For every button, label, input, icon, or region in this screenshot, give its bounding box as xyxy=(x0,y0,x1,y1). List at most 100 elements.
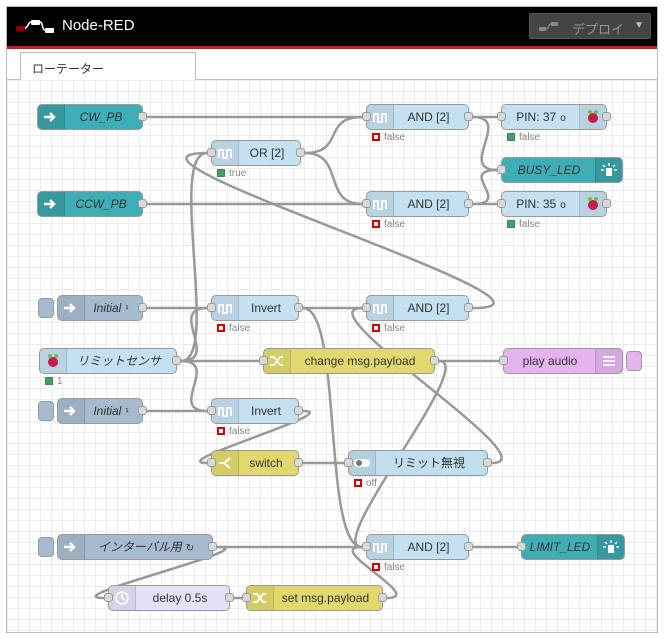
node-delay[interactable]: delay 0.5s xyxy=(104,585,234,611)
node-label-suffix: ↻ xyxy=(185,543,195,554)
output-port[interactable] xyxy=(172,356,181,365)
node-and-bot[interactable]: AND [2] xyxy=(362,534,473,560)
node-invert1[interactable]: Invert xyxy=(207,295,303,321)
input-port[interactable] xyxy=(362,112,371,121)
status-dot xyxy=(217,427,225,435)
wire[interactable] xyxy=(304,115,363,155)
node-change-payload[interactable]: change msg.payload xyxy=(259,348,439,374)
output-port[interactable] xyxy=(208,542,217,551)
output-port[interactable] xyxy=(602,112,611,121)
wire[interactable] xyxy=(185,151,495,310)
status-text: false xyxy=(384,219,406,230)
node-busy-led[interactable]: BUSY_LED xyxy=(497,157,623,183)
node-status: false xyxy=(217,323,250,334)
node-play-audio[interactable]: play audio xyxy=(499,348,642,374)
input-port[interactable] xyxy=(497,199,506,208)
wire[interactable] xyxy=(198,409,312,465)
output-port[interactable] xyxy=(296,148,305,157)
node-limit-led[interactable]: LIMIT_LED xyxy=(517,534,625,560)
inject-button[interactable] xyxy=(38,401,54,421)
node-interval[interactable]: インターバル用↻ xyxy=(38,534,217,560)
output-port[interactable] xyxy=(138,199,147,208)
node-status: false xyxy=(372,562,405,573)
node-cw-pb[interactable]: CW_PB xyxy=(37,104,147,130)
node-and-inv[interactable]: AND [2] xyxy=(362,295,473,321)
wire[interactable] xyxy=(472,115,498,172)
input-port[interactable] xyxy=(104,593,113,602)
node-invert2[interactable]: Invert xyxy=(207,398,303,424)
wire[interactable] xyxy=(180,359,208,413)
input-port[interactable] xyxy=(499,356,508,365)
output-port[interactable] xyxy=(602,199,611,208)
output-port[interactable] xyxy=(138,112,147,121)
node-and-mid[interactable]: AND [2] xyxy=(362,191,473,217)
input-port[interactable] xyxy=(497,165,506,174)
wire[interactable] xyxy=(351,306,503,465)
status-text: false xyxy=(384,562,406,573)
output-port[interactable] xyxy=(225,593,234,602)
input-port[interactable] xyxy=(517,542,526,551)
tab-rotator[interactable]: ローテーター xyxy=(20,52,196,80)
node-set-payload[interactable]: set msg.payload xyxy=(242,585,387,611)
input-port[interactable] xyxy=(207,148,216,157)
inject-button[interactable] xyxy=(38,537,54,557)
node-label: set msg.payload xyxy=(281,591,370,605)
output-port[interactable] xyxy=(294,458,303,467)
output-port[interactable] xyxy=(138,303,147,312)
status-text: off xyxy=(366,478,377,489)
deploy-button[interactable]: デプロイ ▼ xyxy=(529,13,651,39)
input-port[interactable] xyxy=(362,199,371,208)
output-port[interactable] xyxy=(464,542,473,551)
wire[interactable] xyxy=(472,168,498,206)
output-port[interactable] xyxy=(483,458,492,467)
status-dot xyxy=(372,324,380,332)
node-and-top[interactable]: AND [2] xyxy=(362,104,473,130)
status-text: false xyxy=(384,132,406,143)
logic-gate-icon xyxy=(367,535,394,559)
logic-gate-icon xyxy=(367,296,394,320)
inject-button[interactable] xyxy=(38,298,54,318)
output-port[interactable] xyxy=(294,303,303,312)
raspberry-pi-icon xyxy=(40,349,67,373)
wire[interactable] xyxy=(94,545,227,600)
wire[interactable] xyxy=(351,545,398,600)
input-port[interactable] xyxy=(497,112,506,121)
node-limit-sensor[interactable]: リミットセンサ xyxy=(39,348,181,374)
shuffle-icon xyxy=(264,349,291,373)
output-port[interactable] xyxy=(464,112,473,121)
node-limit-ignore[interactable]: リミット無視 xyxy=(344,450,492,476)
output-port[interactable] xyxy=(294,406,303,415)
wire[interactable] xyxy=(302,306,363,549)
input-port[interactable] xyxy=(344,458,353,467)
wire[interactable] xyxy=(180,151,208,363)
wire[interactable] xyxy=(304,151,363,206)
input-port[interactable] xyxy=(207,406,216,415)
status-text: false xyxy=(519,132,541,143)
output-port[interactable] xyxy=(464,303,473,312)
node-label: リミットセンサ xyxy=(76,354,161,368)
input-port[interactable] xyxy=(242,593,251,602)
status-dot xyxy=(354,479,362,487)
chevron-down-icon[interactable]: ▼ xyxy=(634,20,644,31)
output-port[interactable] xyxy=(430,356,439,365)
output-port[interactable] xyxy=(138,406,147,415)
node-ccw-pb[interactable]: CCW_PB xyxy=(37,191,147,217)
output-port[interactable] xyxy=(464,199,473,208)
input-port[interactable] xyxy=(207,303,216,312)
input-port[interactable] xyxy=(207,458,216,467)
input-port[interactable] xyxy=(259,356,268,365)
output-port[interactable] xyxy=(378,593,387,602)
status-dot xyxy=(217,324,225,332)
node-status: false xyxy=(507,132,540,143)
node-or2[interactable]: OR [2] xyxy=(207,140,305,166)
audio-toggle-button[interactable] xyxy=(626,351,642,371)
input-port[interactable] xyxy=(362,542,371,551)
wire[interactable] xyxy=(180,306,208,363)
node-switch[interactable]: switch xyxy=(207,450,303,476)
input-port[interactable] xyxy=(362,303,371,312)
